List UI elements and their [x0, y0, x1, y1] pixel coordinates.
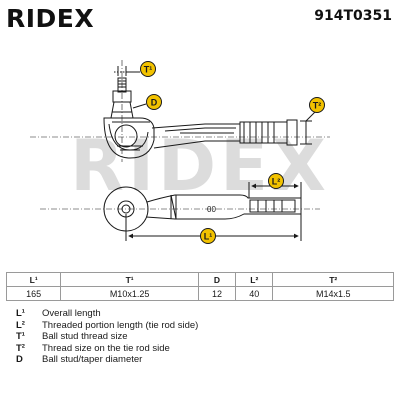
spec-header-cell: L¹: [5, 272, 62, 287]
callout-t1-label: T¹: [144, 65, 153, 75]
spec-header-cell: T¹: [60, 272, 199, 287]
callout-d-label: D: [151, 98, 158, 108]
callout-l1-label: L¹: [204, 232, 213, 242]
legend-symbol: L¹: [16, 308, 25, 319]
brand-logo: RIDEX: [6, 4, 95, 33]
legend-item: T² Thread size on the tie rod side: [16, 343, 198, 355]
legend-text: Overall length: [42, 308, 101, 319]
callout-t2-label: T²: [313, 101, 322, 111]
spec-value-cell: M10x1.25: [60, 286, 199, 301]
callout-l1: L¹: [200, 228, 216, 244]
spec-header-cell: L²: [235, 272, 274, 287]
spec-value-cell: 165: [5, 286, 62, 301]
legend-text: Thread size on the tie rod side: [42, 342, 170, 354]
legend-text: Threaded portion length (tie rod side): [42, 319, 199, 331]
tie-rod-arm: [151, 119, 298, 149]
legend-item: L¹ Overall length: [16, 308, 198, 320]
legend: L¹ Overall length L² Threaded portion leng…: [16, 308, 198, 366]
callout-t1: T¹: [140, 61, 156, 77]
spec-header-cell: T²: [272, 272, 394, 287]
header: RIDEX 914T0351: [0, 0, 400, 36]
legend-symbol: T¹: [16, 331, 25, 343]
callout-l2-label: L²: [272, 177, 281, 187]
callout-t2: T²: [309, 97, 325, 113]
legend-symbol: T²: [16, 342, 25, 354]
spec-value-cell: M14x1.5: [272, 286, 394, 301]
spec-table: L¹ T¹ D L² T² 165 M10x1.25 12 40 M14x1.5: [5, 272, 394, 301]
callout-d: D: [146, 94, 162, 110]
spec-value-cell: 40: [235, 286, 274, 301]
legend-item: L² Threaded portion length (tie rod side): [16, 320, 198, 332]
spec-header-cell: D: [197, 272, 237, 287]
legend-text: Ball stud thread size: [42, 331, 128, 343]
technical-drawing: RIDEX: [30, 60, 330, 244]
spec-table-value-row: 165 M10x1.25 12 40 M14x1.5: [5, 286, 394, 301]
legend-text: Ball stud/taper diameter: [42, 354, 143, 366]
callout-l2: L²: [268, 173, 284, 189]
legend-symbol: D: [16, 354, 23, 366]
legend-item: D Ball stud/taper diameter: [16, 354, 198, 366]
legend-symbol: L²: [16, 319, 25, 331]
legend-item: T¹ Ball stud thread size: [16, 331, 198, 343]
spec-table-header-row: L¹ T¹ D L² T²: [5, 272, 394, 287]
body-marking: 00: [207, 205, 216, 214]
spec-value-cell: 12: [197, 286, 237, 301]
part-number: 914T0351: [314, 8, 392, 24]
joint-housing: [103, 117, 155, 159]
